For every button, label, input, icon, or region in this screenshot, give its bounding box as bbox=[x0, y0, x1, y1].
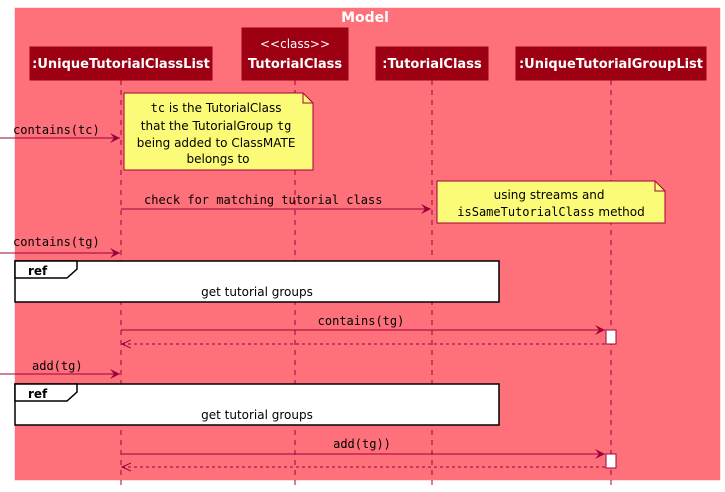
participant-label: TutorialClass bbox=[248, 57, 342, 72]
ref-text: get tutorial groups bbox=[201, 408, 313, 422]
message-add-tg-incoming: add(tg) bbox=[0, 359, 120, 379]
note-streams: using streams and isSameTutorialClass me… bbox=[436, 180, 666, 224]
message-label: contains(tg) bbox=[318, 314, 405, 328]
message-contains-tc: contains(tc) bbox=[0, 123, 120, 143]
ref-tag: ref bbox=[28, 387, 48, 401]
participant-unique-tutorial-group-list: :UniqueTutorialGroupList bbox=[515, 46, 707, 81]
participant-label: :UniqueTutorialGroupList bbox=[519, 57, 703, 72]
participant-label: :TutorialClass bbox=[382, 57, 482, 72]
participant-tutorial-class: :TutorialClass bbox=[375, 46, 489, 81]
message-label: add(tg) bbox=[32, 359, 83, 373]
message-contains-tg-incoming: contains(tg) bbox=[0, 235, 120, 258]
message-label: check for matching tutorial class bbox=[144, 193, 382, 207]
svg-text:tc is the TutorialClass: tc is the TutorialClass that the Tutoria… bbox=[137, 101, 300, 166]
note-tc-description: tc is the TutorialClass that the Tutoria… bbox=[123, 92, 314, 171]
message-add-tg-call: add(tg)) bbox=[121, 437, 605, 459]
ref-text: get tutorial groups bbox=[201, 285, 313, 299]
message-check-matching: check for matching tutorial class bbox=[121, 193, 431, 214]
note-text: method bbox=[595, 205, 645, 219]
note-text: is the TutorialClass bbox=[165, 101, 281, 115]
activation-bar-2 bbox=[605, 453, 617, 469]
model-frame-title: Model bbox=[341, 10, 389, 26]
note-text: belongs to bbox=[186, 152, 249, 166]
ref-get-tutorial-groups-1: ref get tutorial groups bbox=[14, 260, 500, 303]
note-text: using streams and bbox=[494, 188, 605, 202]
note-code: tc bbox=[151, 101, 165, 115]
participant-tutorial-class-static: <<class>> TutorialClass bbox=[241, 27, 349, 81]
participant-label: :UniqueTutorialClassList bbox=[32, 57, 210, 72]
note-text: being added to ClassMATE bbox=[137, 136, 296, 150]
note-code: isSameTutorialClass bbox=[457, 205, 594, 219]
participant-unique-tutorial-class-list: :UniqueTutorialClassList bbox=[29, 46, 213, 81]
message-label: contains(tc) bbox=[13, 123, 100, 137]
activation-bar-1 bbox=[605, 329, 617, 345]
note-text: that the TutorialGroup bbox=[141, 119, 277, 133]
message-contains-tg-call: contains(tg) bbox=[121, 314, 605, 335]
message-label: add(tg)) bbox=[333, 437, 391, 451]
ref-get-tutorial-groups-2: ref get tutorial groups bbox=[14, 383, 500, 426]
note-code: tg bbox=[277, 119, 291, 133]
ref-tag: ref bbox=[28, 264, 48, 278]
svg-text:using streams and isSame: using streams and isSameTutorialClass me… bbox=[457, 188, 644, 219]
participant-stereotype: <<class>> bbox=[260, 37, 330, 51]
message-label: contains(tg) bbox=[13, 235, 100, 249]
